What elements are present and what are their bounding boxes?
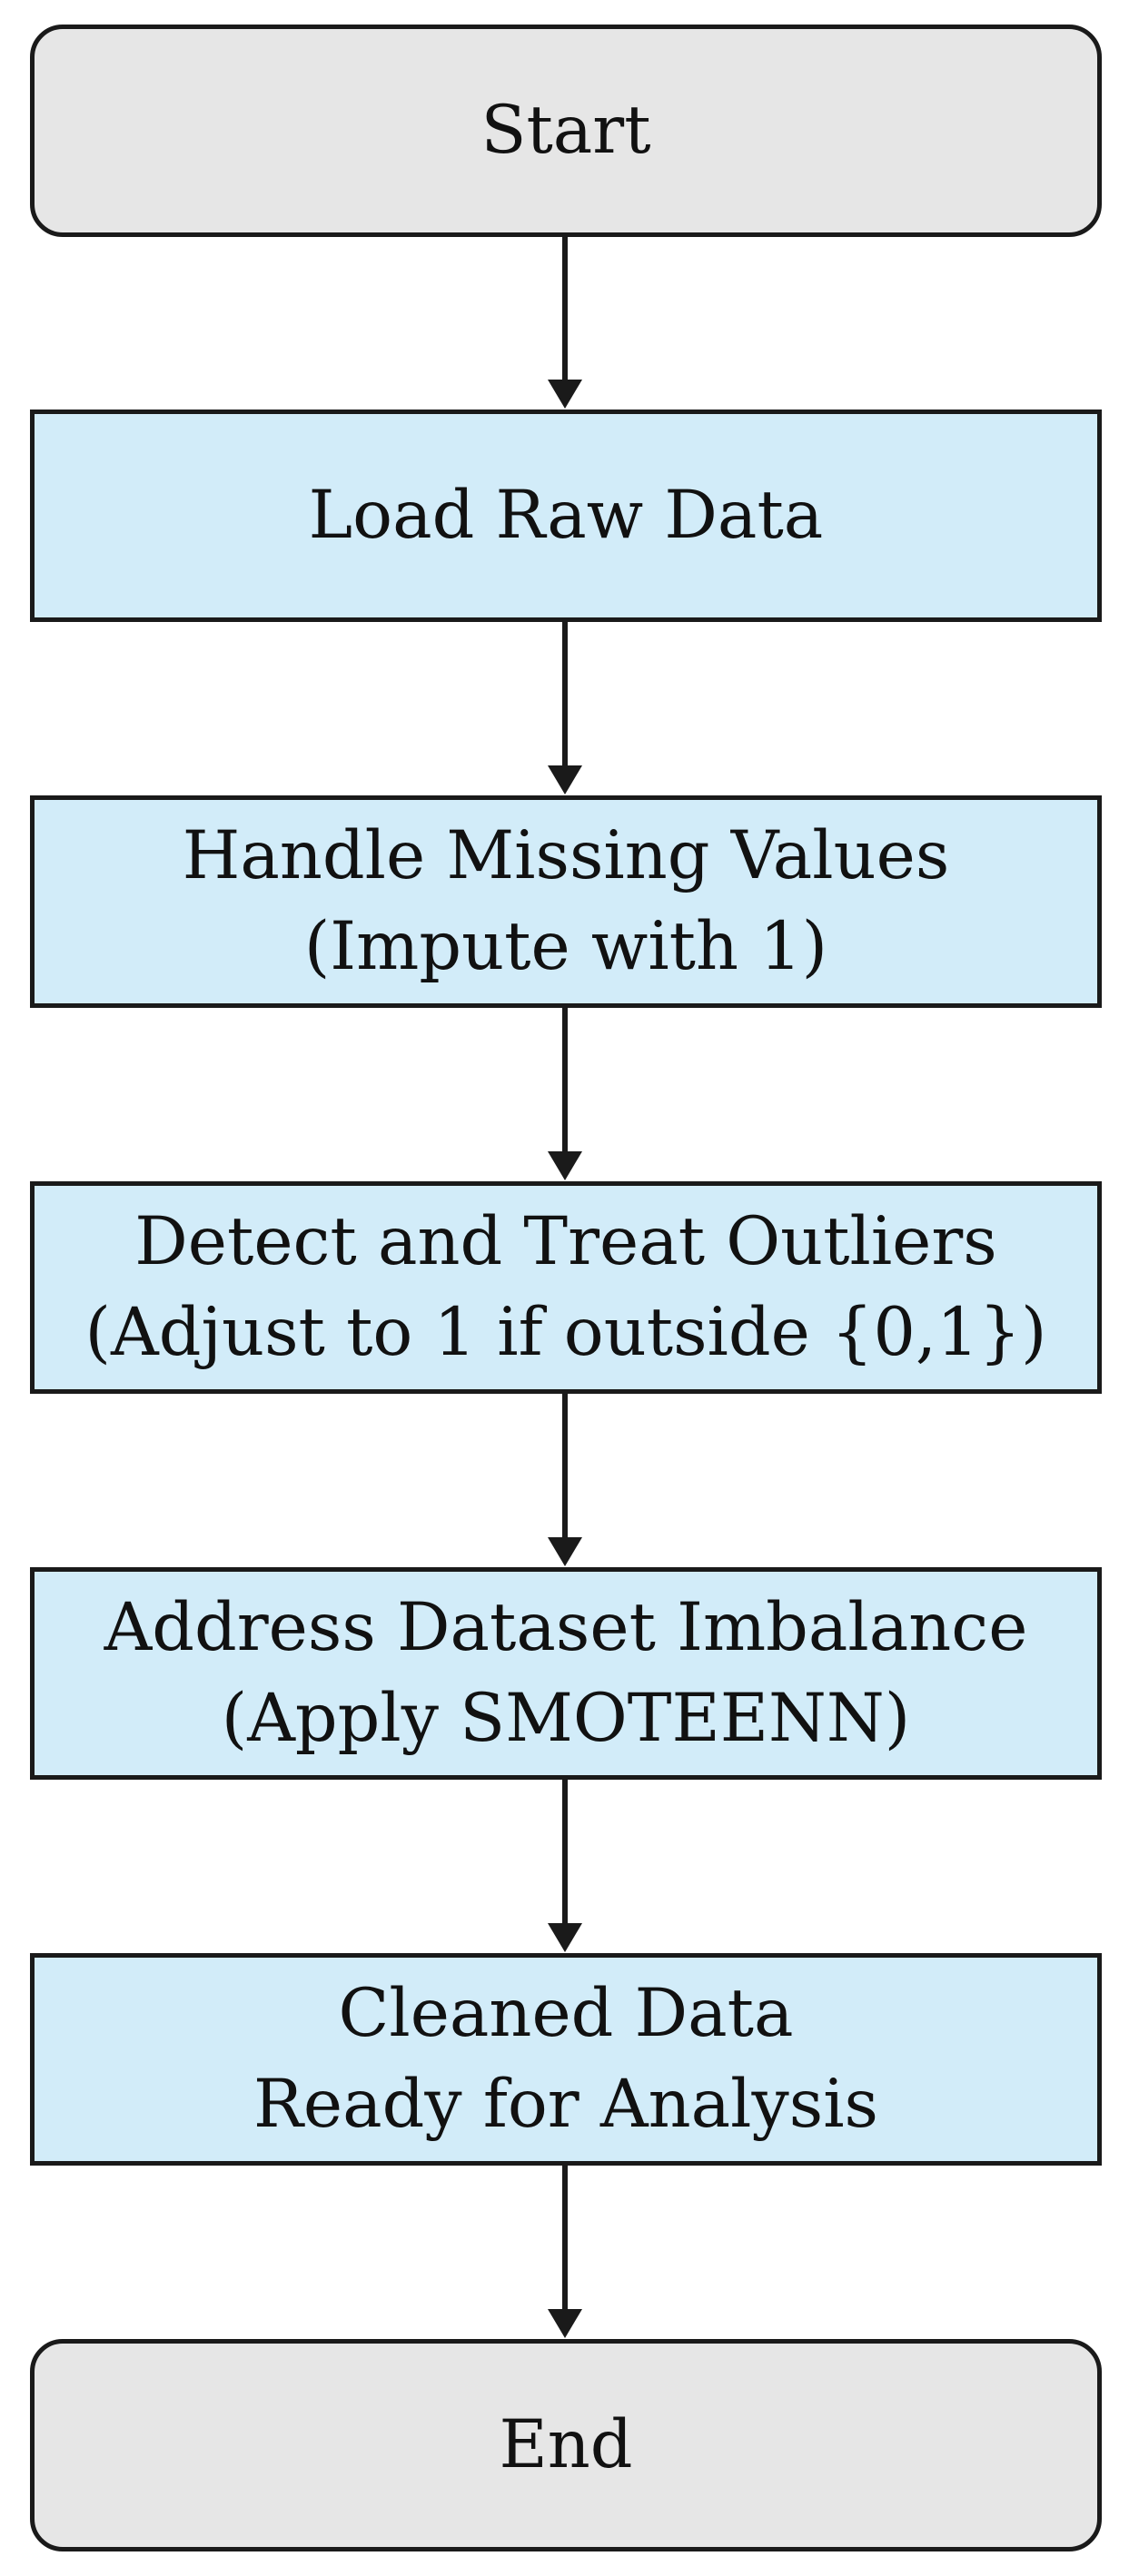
end-node: End — [30, 2339, 1102, 2551]
address-imbalance-title: Address Dataset Imbalance — [104, 1589, 1028, 1666]
handle-missing-values-node: Handle Missing Values (Impute with 1) — [30, 795, 1102, 1008]
handle-missing-values-title: Handle Missing Values — [182, 817, 950, 894]
arrow-cleaned-to-end — [548, 2166, 582, 2338]
detect-treat-outliers-title: Detect and Treat Outliers — [134, 1203, 997, 1280]
start-node-label: Start — [480, 92, 651, 169]
arrow-imbalance-to-cleaned — [548, 1780, 582, 1952]
load-raw-data-node: Load Raw Data — [30, 410, 1102, 622]
detect-treat-outliers-detail: (Adjust to 1 if outside {0,1}) — [84, 1294, 1047, 1371]
handle-missing-values-detail: (Impute with 1) — [303, 908, 828, 985]
cleaned-data-node: Cleaned Data Ready for Analysis — [30, 1953, 1102, 2166]
start-node: Start — [30, 25, 1102, 237]
address-imbalance-detail: (Apply SMOTEENN) — [221, 1680, 911, 1757]
arrow-load-to-missing — [548, 622, 582, 795]
address-imbalance-node: Address Dataset Imbalance (Apply SMOTEEN… — [30, 1567, 1102, 1780]
end-node-label: End — [499, 2406, 633, 2483]
cleaned-data-title: Cleaned Data — [338, 1975, 794, 2052]
arrow-missing-to-outliers — [548, 1008, 582, 1180]
cleaned-data-detail: Ready for Analysis — [253, 2066, 879, 2143]
arrow-start-to-load — [548, 237, 582, 409]
arrow-outliers-to-imbalance — [548, 1394, 582, 1566]
load-raw-data-label: Load Raw Data — [308, 477, 824, 554]
detect-treat-outliers-node: Detect and Treat Outliers (Adjust to 1 i… — [30, 1181, 1102, 1394]
